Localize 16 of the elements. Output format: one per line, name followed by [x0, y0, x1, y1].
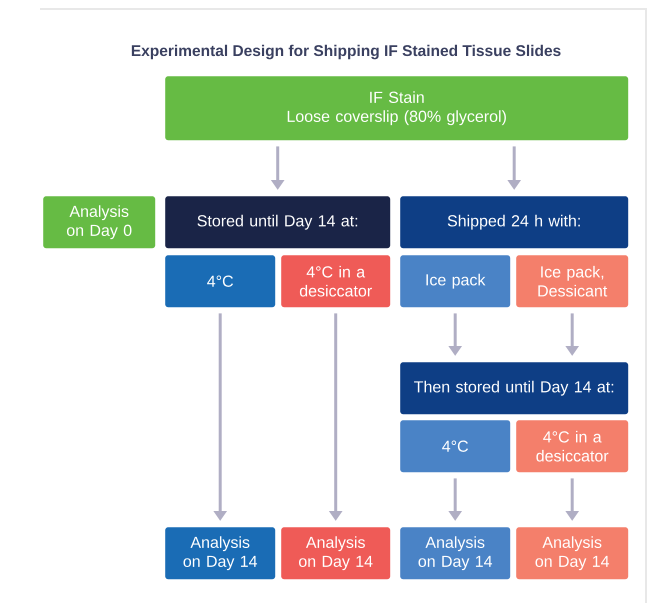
process-box: 4°C — [165, 255, 276, 308]
process-box: Analysis on Day 14 — [165, 527, 276, 580]
process-box: Analysis on Day 14 — [516, 527, 628, 580]
process-box: 4°C in a desiccator — [281, 255, 390, 308]
process-box: Analysis on Day 14 — [281, 527, 390, 580]
process-box: Analysis on Day 0 — [43, 196, 156, 248]
process-box: Ice pack — [400, 255, 510, 308]
process-box: 4°C in a desiccator — [516, 420, 628, 472]
process-box: 4°C — [400, 420, 510, 472]
process-box: Stored until Day 14 at: — [165, 196, 390, 248]
process-box: Ice pack, Dessicant — [516, 255, 628, 308]
process-box: Analysis on Day 14 — [400, 527, 510, 580]
process-box: IF Stain Loose coverslip (80% glycerol) — [165, 76, 628, 140]
process-box: Then stored until Day 14 at: — [400, 362, 628, 414]
process-box: Shipped 24 h with: — [400, 196, 628, 248]
title: Experimental Design for Shipping IF Stained Tissue Slides — [132, 44, 561, 60]
